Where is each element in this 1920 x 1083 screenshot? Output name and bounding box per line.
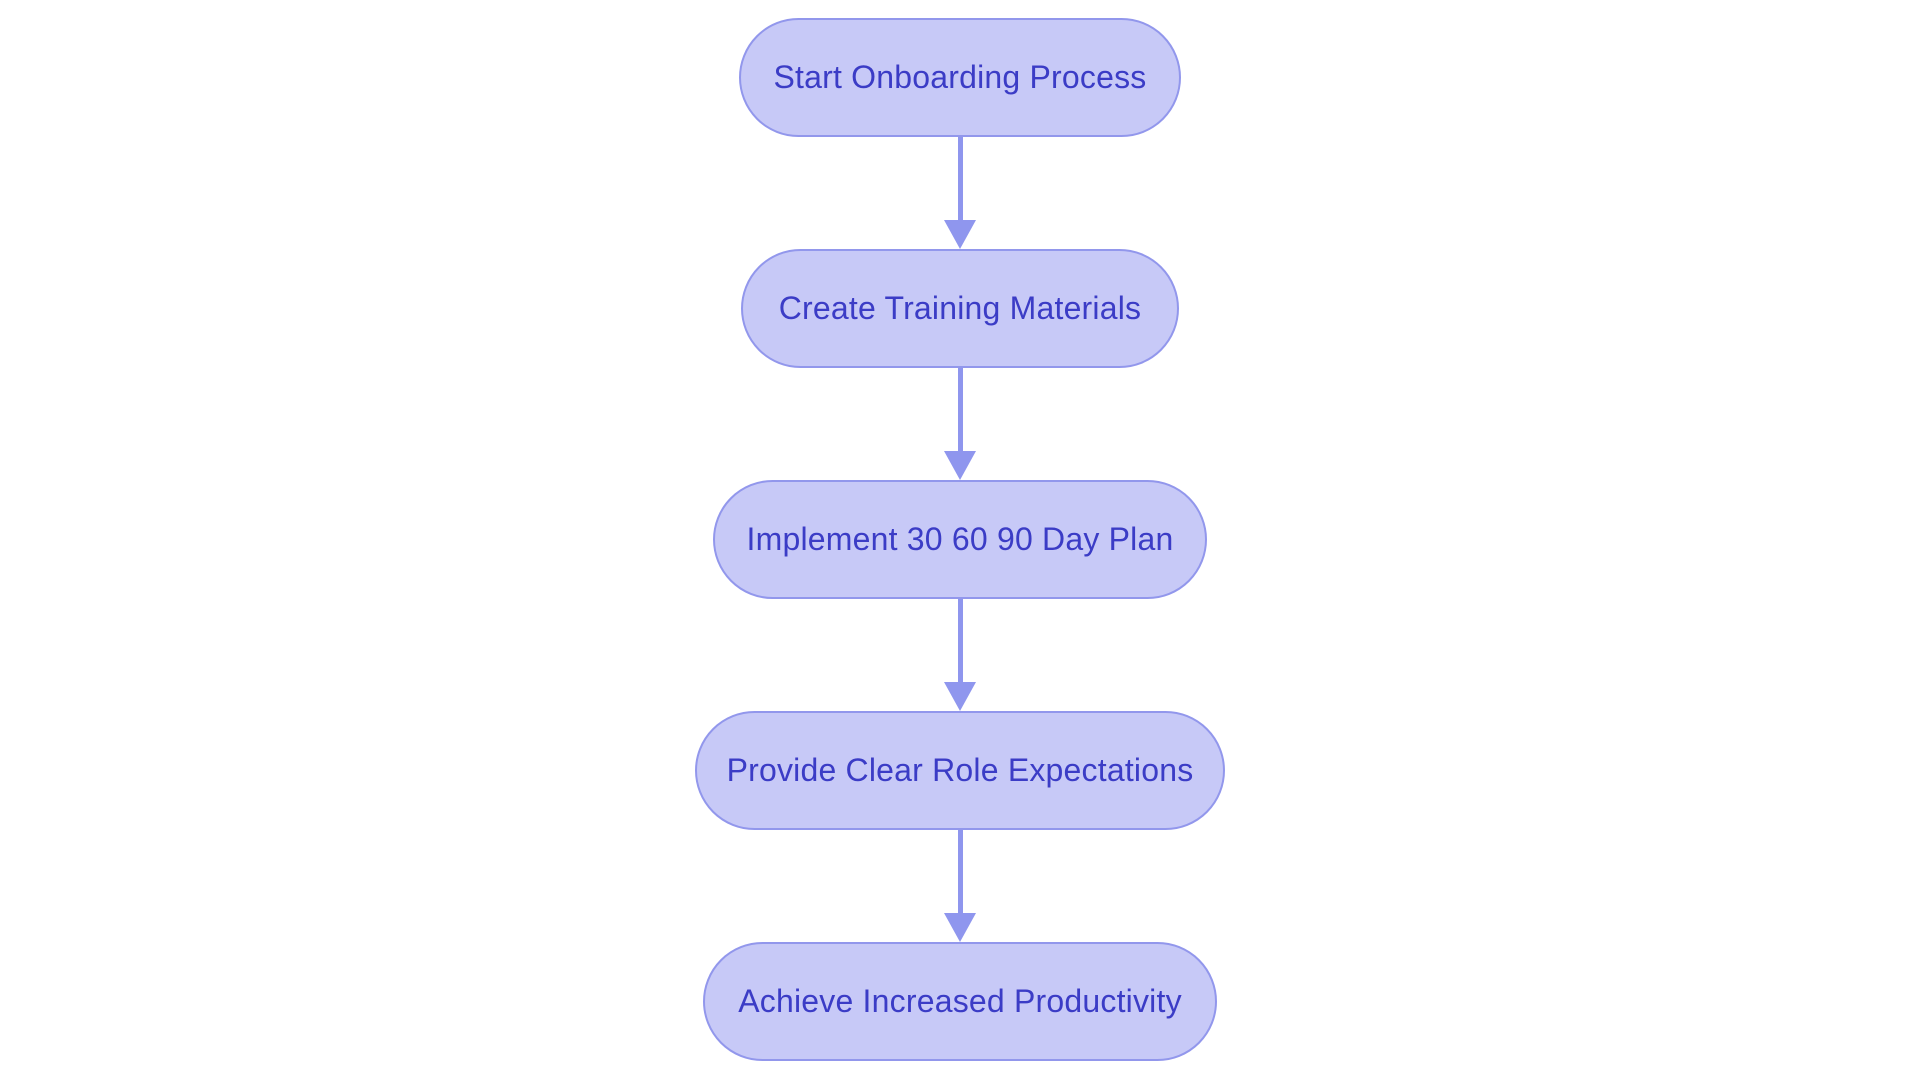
arrow-head-icon — [944, 682, 976, 711]
arrow-line — [957, 830, 963, 913]
flow-node-label: Start Onboarding Process — [773, 59, 1147, 95]
onboarding-flowchart: Start Onboarding Process Create Training… — [695, 18, 1225, 1061]
flow-node-increased-productivity: Achieve Increased Productivity — [703, 942, 1217, 1061]
flow-node-create-training: Create Training Materials — [741, 249, 1179, 368]
flow-arrow-3 — [944, 599, 976, 711]
flow-arrow-1 — [944, 137, 976, 249]
flow-node-start-onboarding: Start Onboarding Process — [739, 18, 1181, 137]
flow-arrow-2 — [944, 368, 976, 480]
flow-node-implement-plan: Implement 30 60 90 Day Plan — [713, 480, 1207, 599]
arrow-line — [957, 368, 963, 451]
flow-node-label: Provide Clear Role Expectations — [726, 752, 1194, 788]
flow-node-label: Achieve Increased Productivity — [738, 983, 1182, 1019]
arrow-head-icon — [944, 913, 976, 942]
arrow-head-icon — [944, 220, 976, 249]
arrow-line — [957, 599, 963, 682]
flow-arrow-4 — [944, 830, 976, 942]
flow-node-role-expectations: Provide Clear Role Expectations — [695, 711, 1225, 830]
arrow-line — [957, 137, 963, 220]
flow-node-label: Create Training Materials — [778, 290, 1142, 326]
flow-node-label: Implement 30 60 90 Day Plan — [746, 521, 1174, 557]
arrow-head-icon — [944, 451, 976, 480]
